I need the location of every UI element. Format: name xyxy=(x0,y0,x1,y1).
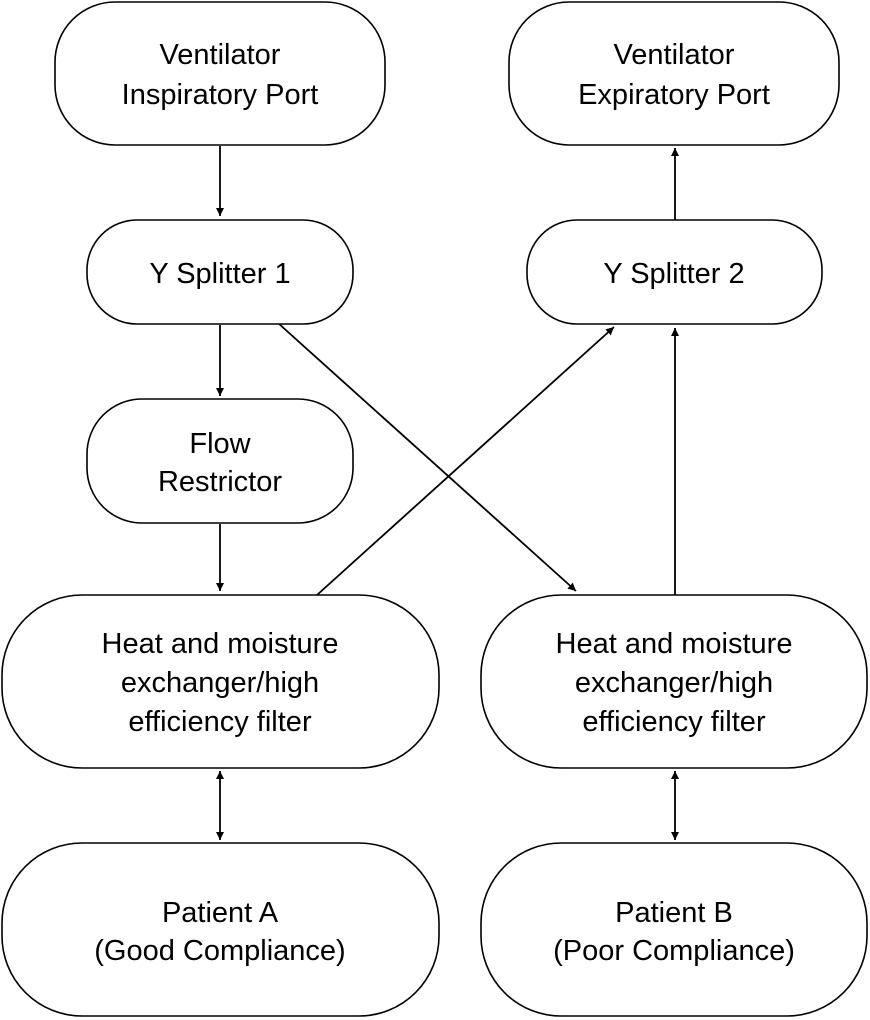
node-patient-b: Patient B (Poor Compliance) xyxy=(480,842,868,1017)
node-ventilator-inspiratory-port: Ventilator Inspiratory Port xyxy=(54,1,386,146)
node-hme-filter-left: Heat and moisture exchanger/high efficie… xyxy=(1,594,440,769)
node-label-line: (Poor Compliance) xyxy=(553,935,795,967)
node-label-line: Patient B xyxy=(615,897,733,929)
node-label-line: exchanger/high xyxy=(575,667,773,699)
node-y-splitter-1: Y Splitter 1 xyxy=(86,219,354,325)
node-label-line: Ventilator xyxy=(614,39,735,71)
node-label-line: exchanger/high xyxy=(121,667,319,699)
node-label-line: Flow xyxy=(189,428,251,460)
node-label-line: Y Splitter 2 xyxy=(603,258,744,290)
node-label-line: Patient A xyxy=(162,897,279,929)
node-label-line: efficiency filter xyxy=(582,706,766,738)
node-patient-a: Patient A (Good Compliance) xyxy=(1,842,440,1017)
node-label-line: Restrictor xyxy=(158,466,282,498)
edges xyxy=(216,146,679,840)
node-label-line: Inspiratory Port xyxy=(122,79,319,111)
edge-splitter1-to-hme-right xyxy=(277,322,577,592)
node-flow-restrictor: Flow Restrictor xyxy=(86,398,354,524)
node-hme-filter-right: Heat and moisture exchanger/high efficie… xyxy=(480,594,868,769)
node-y-splitter-2: Y Splitter 2 xyxy=(526,219,823,325)
node-label-line: efficiency filter xyxy=(128,706,312,738)
node-label-line: Heat and moisture xyxy=(102,628,339,660)
node-label-line: Heat and moisture xyxy=(556,628,793,660)
node-label-line: Ventilator xyxy=(160,39,281,71)
node-label-line: (Good Compliance) xyxy=(94,935,345,967)
node-label-line: Y Splitter 1 xyxy=(149,258,290,290)
node-label-line: Expiratory Port xyxy=(578,79,770,111)
node-ventilator-expiratory-port: Ventilator Expiratory Port xyxy=(508,1,840,146)
edge-hme-left-to-splitter2 xyxy=(316,326,615,596)
